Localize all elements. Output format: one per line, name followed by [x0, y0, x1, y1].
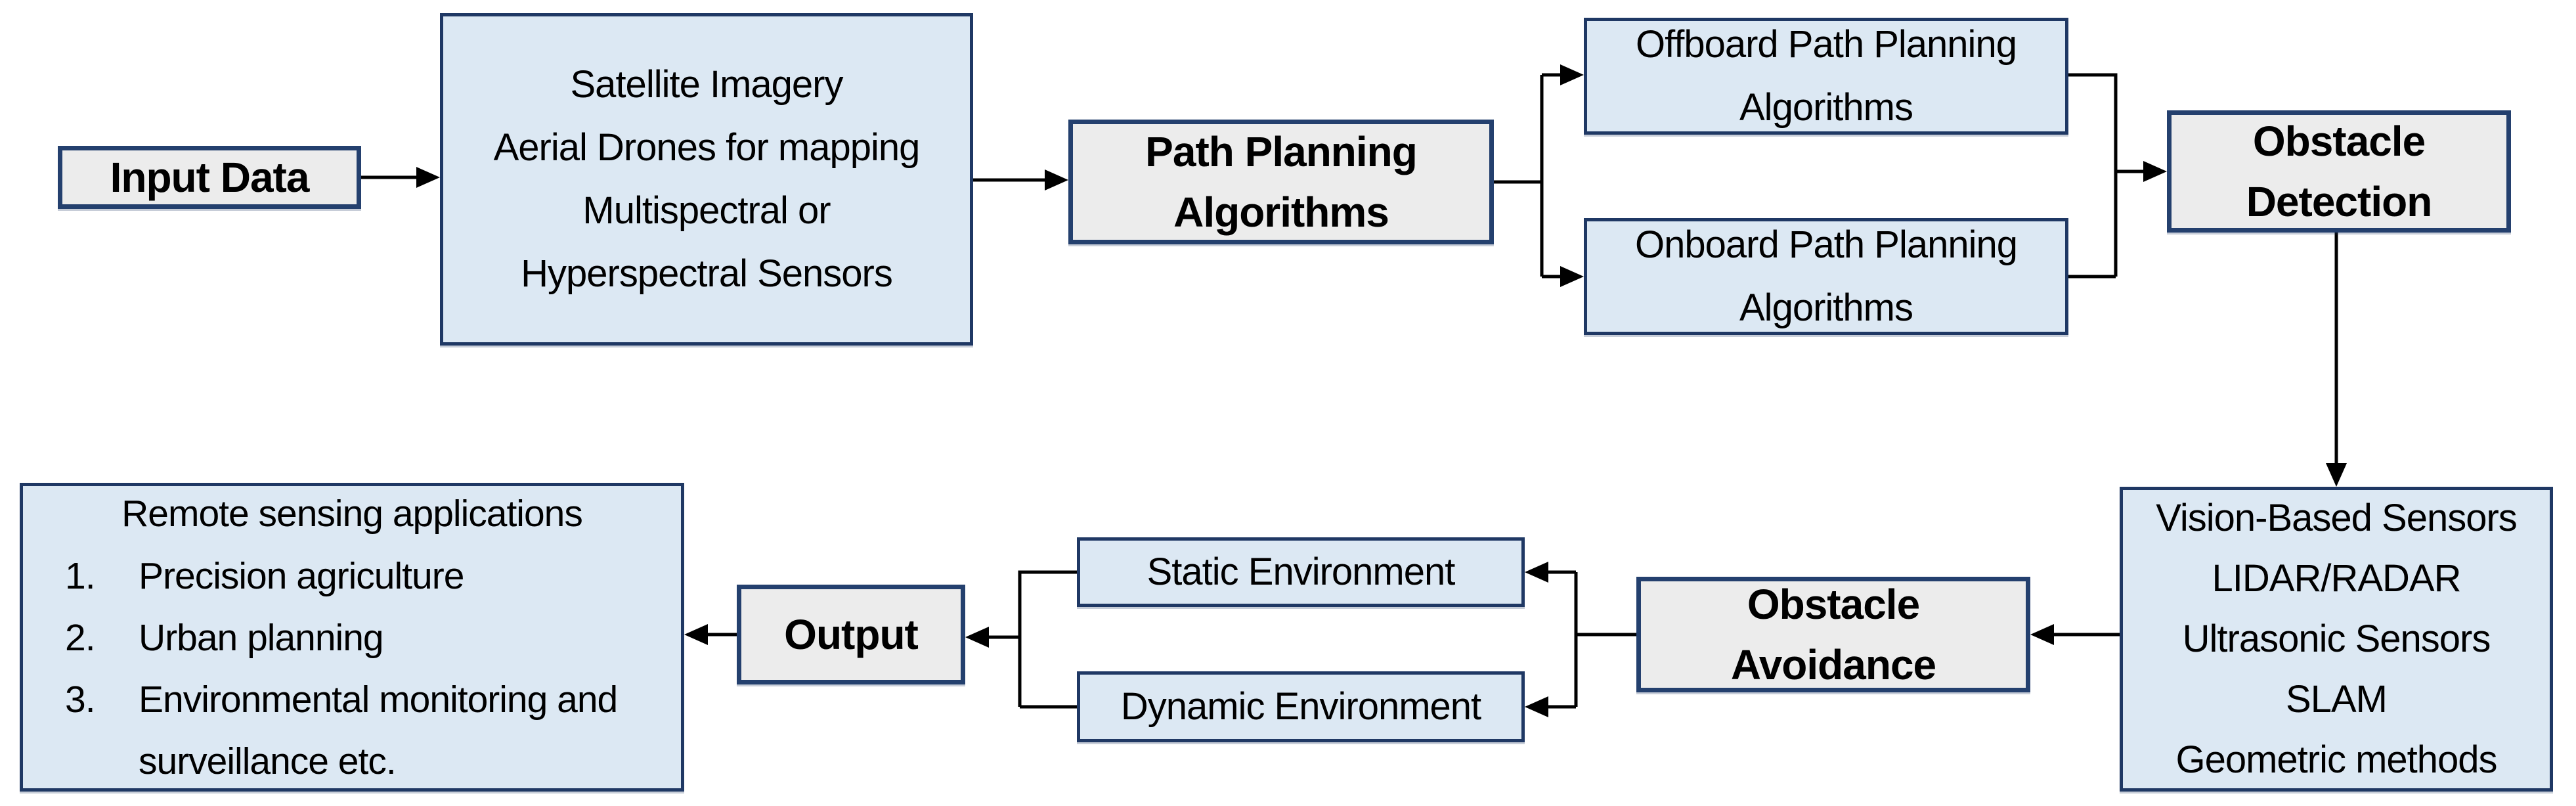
list-item: 1. Precision agriculture — [40, 545, 664, 607]
vision-line: SLAM — [2286, 678, 2388, 721]
vision-line: Ultrasonic Sensors — [2182, 617, 2491, 660]
list-item-text: Environmental monitoring and surveillanc… — [139, 679, 618, 782]
sensors-line: Satellite Imagery — [570, 63, 844, 106]
list-item-number: 1. — [65, 555, 96, 597]
static-environment-box: Static Environment — [1077, 537, 1525, 607]
vision-line: LIDAR/RADAR — [2212, 557, 2462, 600]
offboard-path-planning-box: Offboard Path Planning Algorithms — [1584, 18, 2068, 135]
arrowhead-to-avoidance — [2030, 624, 2054, 645]
obstacle-avoidance-line: Avoidance — [1730, 641, 1936, 688]
applications-heading: Remote sensing applications — [121, 493, 583, 535]
output-label: Output — [784, 611, 919, 658]
vision-line: Vision-Based Sensors — [2156, 497, 2518, 539]
path-planning-line: Path Planning — [1145, 128, 1418, 175]
arrowhead-to-static — [1525, 562, 1548, 583]
list-item-text: Urban planning — [139, 617, 384, 659]
arrowhead-to-offboard — [1560, 64, 1584, 85]
list-item: 3. Environmental monitoring and surveill… — [40, 669, 664, 792]
vision-line: Geometric methods — [2175, 738, 2497, 781]
list-item-number: 3. — [65, 679, 96, 721]
obstacle-avoidance-box: Obstacle Avoidance — [1636, 577, 2030, 692]
obstacle-detection-box: Obstacle Detection — [2167, 110, 2511, 233]
obstacle-avoidance-line: Obstacle — [1747, 581, 1920, 628]
arrowhead-sensors-to-path — [1045, 169, 1068, 190]
arrowhead-to-output — [965, 627, 989, 648]
detection-methods-box: Vision-Based Sensors LIDAR/RADAR Ultraso… — [2120, 487, 2553, 792]
input-sensors-box: Satellite Imagery Aerial Drones for mapp… — [440, 13, 973, 346]
arrowhead-input-to-sensors — [416, 167, 440, 188]
arrowhead-to-applications — [684, 624, 708, 645]
path-planning-line: Algorithms — [1173, 189, 1389, 236]
onboard-line: Onboard Path Planning — [1635, 223, 2018, 266]
output-box: Output — [737, 585, 965, 684]
onboard-line: Algorithms — [1739, 286, 1913, 329]
applications-box: Remote sensing applications 1. Precision… — [20, 483, 684, 792]
connector-path-split — [1494, 73, 1571, 279]
list-item-text: Precision agriculture — [139, 555, 464, 597]
sensors-line: Hyperspectral Sensors — [521, 252, 893, 295]
connector-merge-to-output — [978, 570, 1077, 709]
obstacle-detection-line: Obstacle — [2252, 118, 2426, 165]
sensors-line: Multispectral or — [582, 189, 831, 232]
list-item-number: 2. — [65, 617, 96, 659]
dynamic-environment-box: Dynamic Environment — [1077, 671, 1525, 742]
list-item: 2. Urban planning — [40, 607, 664, 669]
static-environment-label: Static Environment — [1146, 550, 1456, 593]
connector-merge-to-detection — [2068, 73, 2154, 279]
connector-avoidance-split — [1538, 570, 1636, 709]
arrowhead-to-vision — [2326, 463, 2347, 487]
path-planning-box: Path Planning Algorithms — [1068, 120, 1494, 244]
offboard-line: Algorithms — [1739, 86, 1913, 129]
sensors-line: Aerial Drones for mapping — [493, 126, 921, 169]
onboard-path-planning-box: Onboard Path Planning Algorithms — [1584, 218, 2068, 335]
input-data-box: Input Data — [58, 146, 361, 209]
arrowhead-to-dynamic — [1525, 696, 1548, 717]
dynamic-environment-label: Dynamic Environment — [1120, 685, 1481, 728]
arrowhead-to-detection — [2143, 161, 2167, 182]
input-data-label: Input Data — [110, 154, 310, 201]
obstacle-detection-line: Detection — [2246, 178, 2433, 225]
arrowhead-to-onboard — [1560, 266, 1584, 287]
offboard-line: Offboard Path Planning — [1636, 23, 2017, 66]
